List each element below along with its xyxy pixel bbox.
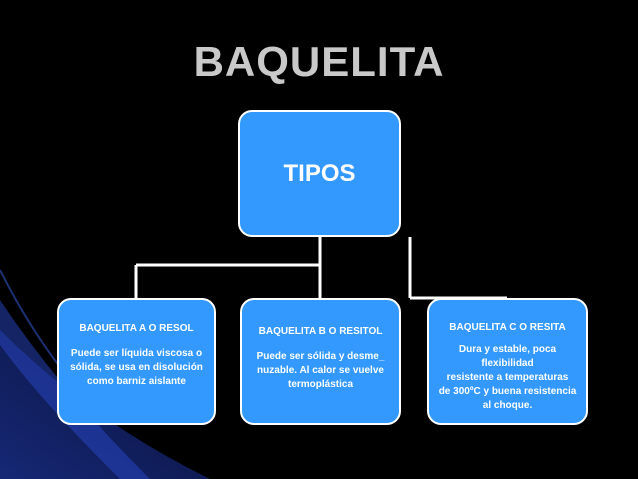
description-line: termoplástica — [287, 379, 354, 390]
slide-title: BAQUELITA — [193, 38, 445, 85]
description-line: como barniz aislante — [87, 376, 186, 387]
child-heading: BAQUELITA A O RESOL — [79, 323, 194, 334]
description-line: al choque. — [482, 400, 533, 411]
root-node: TIPOS — [238, 110, 401, 237]
description-line: Dura y estable, poca flexibilidad — [458, 344, 557, 369]
child-description: Puede ser sólida y desme_ nuzable. Al ca… — [246, 350, 395, 392]
child-node-resita: BAQUELITA C O RESITA Dura y estable, poc… — [427, 298, 588, 425]
child-description: Puede ser líquida viscosa o sólida, se u… — [63, 347, 210, 389]
child-node-resitol: BAQUELITA B O RESITOL Puede ser sólida y… — [240, 298, 401, 425]
description-line: de 300ºC y buena resistencia — [438, 386, 577, 397]
root-label: TIPOS — [283, 159, 356, 187]
description-line: Puede ser sólida y desme_ — [256, 351, 385, 362]
description-line: nuzable. Al calor se vuelve — [257, 365, 384, 376]
description-line: sólida, se usa en disolución — [70, 362, 203, 373]
child-heading: BAQUELITA C O RESITA — [449, 322, 566, 333]
description-line: resistente a temperaturas — [446, 372, 569, 383]
child-node-resol: BAQUELITA A O RESOL Puede ser líquida vi… — [57, 298, 216, 425]
description-line: Puede ser líquida viscosa o — [70, 348, 203, 359]
child-description: Dura y estable, poca flexibilidad resist… — [433, 343, 582, 413]
child-heading: BAQUELITA B O RESITOL — [258, 326, 383, 337]
